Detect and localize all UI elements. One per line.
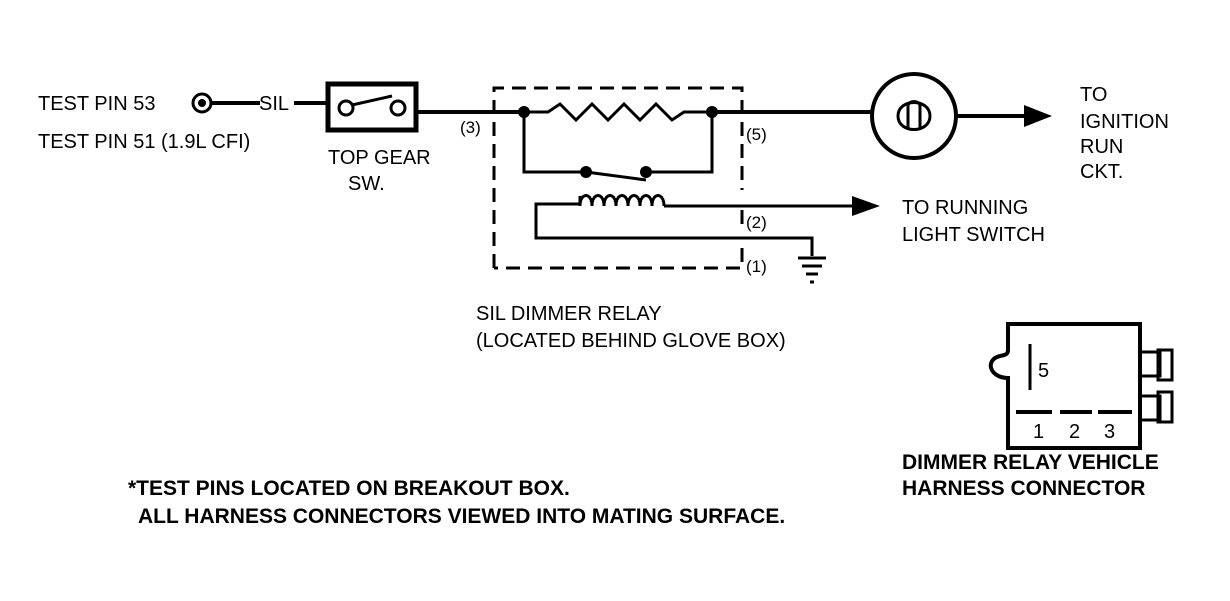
arrow-to-ignition: [1024, 105, 1052, 127]
lamp-icon: [870, 72, 958, 160]
connector-pin-3: 3: [1104, 421, 1115, 443]
top-gear-switch-label-2: SW.: [348, 173, 385, 195]
connector-pin-2: 2: [1069, 421, 1080, 443]
pin-5-label: (5): [746, 125, 767, 144]
connector-title-1: DIMMER RELAY VEHICLE: [902, 451, 1159, 474]
relay-contact-wire: [522, 112, 586, 174]
connector-title-2: HARNESS CONNECTOR: [902, 477, 1145, 500]
relay-contact-wire-right: [646, 112, 714, 174]
footnote-line-1: *TEST PINS LOCATED ON BREAKOUT BOX.: [128, 477, 570, 500]
relay-contact-right: [640, 166, 652, 178]
pin-1-label: (1): [746, 257, 767, 276]
relay-contact-arm: [585, 170, 647, 182]
relay-location-label: (LOCATED BEHIND GLOVE BOX): [476, 330, 786, 352]
top-gear-switch: [325, 81, 419, 133]
coil-wire-left: [534, 202, 814, 256]
relay-coil: [578, 194, 666, 207]
ignition-label-4: CKT.: [1080, 161, 1123, 183]
ignition-label-1: TO: [1080, 84, 1107, 106]
footnote-line-2: ALL HARNESS CONNECTORS VIEWED INTO MATIN…: [138, 505, 785, 528]
arrow-to-running-light: [852, 196, 880, 216]
connector-pin-1: 1: [1033, 421, 1044, 443]
relay-dashed-enclosure: [492, 86, 744, 270]
sil-wire-label: SIL: [259, 93, 289, 115]
test-pin-51-label: TEST PIN 51 (1.9L CFI): [38, 131, 250, 153]
pin-3-label: (3): [460, 118, 481, 137]
running-light-label-1: TO RUNNING: [902, 197, 1028, 219]
ground-icon: [798, 256, 826, 284]
harness-connector-icon: [988, 322, 1174, 450]
connector-pin-5: 5: [1038, 360, 1049, 382]
relay-name-label: SIL DIMMER RELAY: [476, 303, 662, 325]
running-light-label-2: LIGHT SWITCH: [902, 224, 1045, 246]
test-pin-terminal: [191, 92, 213, 114]
top-gear-switch-label: TOP GEAR: [328, 147, 431, 169]
test-pin-53-label: TEST PIN 53: [38, 93, 155, 115]
ignition-label-3: RUN: [1080, 136, 1123, 158]
ignition-label-2: IGNITION: [1080, 111, 1169, 133]
resistor-symbol: [524, 101, 712, 123]
pin-2-label: (2): [746, 213, 767, 232]
